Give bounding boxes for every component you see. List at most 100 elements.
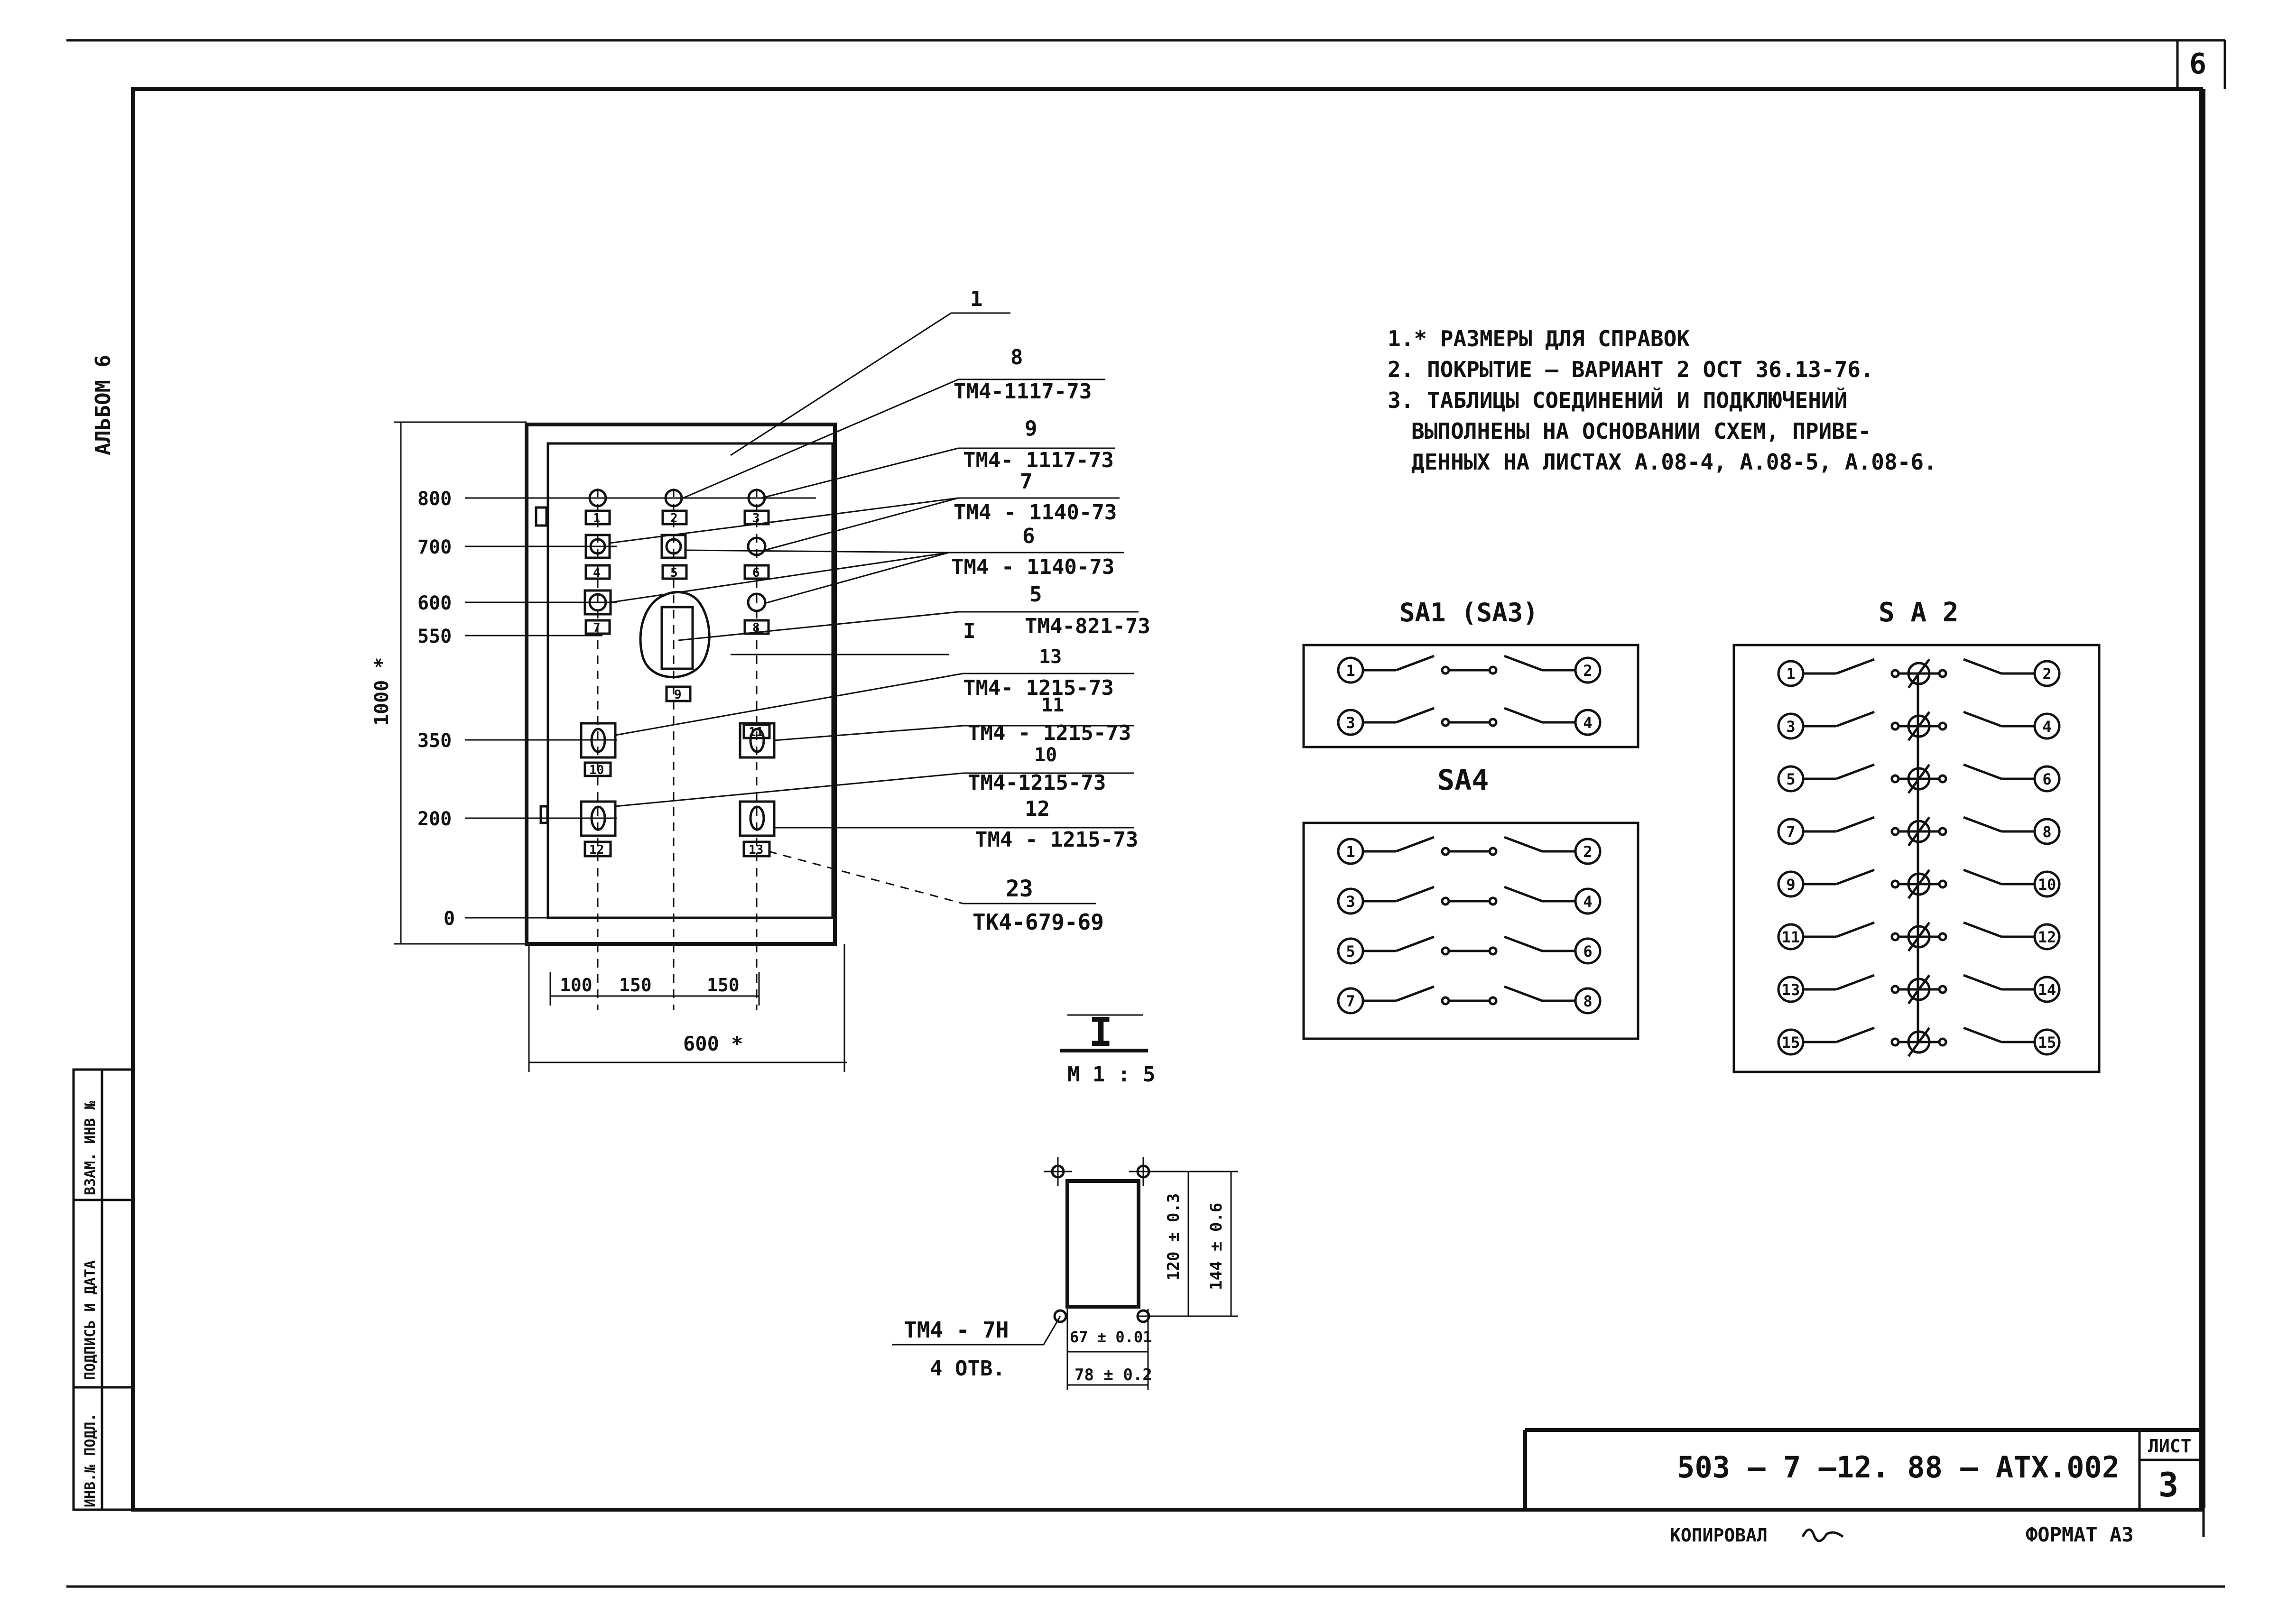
- switch-blade: [1836, 763, 1875, 780]
- callout-6-num: 6: [1022, 524, 1035, 548]
- sa1-contacts: 1 2 3 4: [1337, 655, 1602, 736]
- terminal-number: 1: [1346, 662, 1355, 680]
- tag-2: 2: [670, 511, 678, 526]
- callout-11-num: 11: [1041, 694, 1064, 716]
- sa4-title: SA4: [1437, 764, 1489, 797]
- x-dim-100: 100: [560, 975, 593, 996]
- stamp-cell-original: ИНВ.№ ПОДЛ.: [82, 1413, 99, 1507]
- contact-point: [1938, 774, 1947, 784]
- contact-point: [1890, 879, 1900, 889]
- detail-dim-h2: 144 ± 0.6: [1207, 1203, 1226, 1290]
- tag-11: 11: [749, 725, 763, 739]
- contact-point: [1938, 879, 1947, 889]
- contact-point: [1488, 718, 1498, 727]
- switch-blade: [1836, 710, 1875, 728]
- hole-ref: ТМ4 - 7Н: [904, 1317, 1009, 1343]
- switch-blade: [1396, 935, 1435, 952]
- stamp-cell-signature: ПОДПИСЬ И ДАТА: [82, 1260, 99, 1380]
- callout-8-ref: ТМ4-1117-73: [954, 379, 1092, 404]
- contact-point: [1488, 996, 1498, 1006]
- callout-5-ref: ТМ4-821-73: [1025, 614, 1150, 638]
- callout-7-ref: ТМ4 - 1140-73: [954, 500, 1117, 525]
- callout-11-ref: ТМ4 - 1215-73: [968, 721, 1131, 745]
- contact-point: [1938, 721, 1947, 731]
- contact-point: [1890, 1037, 1900, 1047]
- detail-dim-h1: 120 ± 0.3: [1164, 1193, 1183, 1281]
- tag-7: 7: [593, 621, 601, 635]
- terminal-number: 2: [2042, 665, 2051, 683]
- switch-blade: [1963, 816, 2002, 833]
- side-stamp: [72, 1068, 134, 1511]
- terminal-number: 3: [1346, 714, 1355, 732]
- terminal-number: 13: [1782, 981, 1800, 999]
- switch-blade: [1836, 974, 1875, 991]
- sa4-box: [1302, 821, 1639, 1040]
- hole-count: 4 ОТВ.: [930, 1356, 1005, 1381]
- terminal-number: 3: [1346, 893, 1355, 911]
- detail-scale: М 1 : 5: [1067, 1062, 1155, 1087]
- sa2-title: S A 2: [1879, 597, 1959, 628]
- callout-i-num: I: [963, 619, 976, 643]
- callout-7-num: 7: [1020, 470, 1033, 494]
- terminal-number: 11: [1782, 928, 1800, 946]
- contact-point: [1488, 847, 1498, 856]
- contact-point: [1441, 665, 1450, 675]
- height-dimension: 1000 *: [371, 657, 393, 726]
- sa1-title: SA1 (SA3): [1399, 598, 1538, 627]
- callout-10-num: 10: [1034, 744, 1057, 766]
- terminal-number: 4: [1583, 714, 1592, 732]
- switch-blade: [1963, 868, 2002, 886]
- terminal-number: 2: [1583, 662, 1592, 680]
- sa1-box: [1302, 644, 1639, 748]
- tag-12: 12: [589, 843, 604, 857]
- terminal-number: 15: [1782, 1033, 1800, 1052]
- terminal-number: 9: [1786, 876, 1795, 894]
- terminal-number: 8: [1583, 992, 1592, 1010]
- level-550: 550: [417, 626, 452, 647]
- contact-point: [1488, 896, 1498, 906]
- callout-13-num: 13: [1039, 646, 1062, 668]
- terminal-number: 7: [1346, 992, 1355, 1010]
- contact-point: [1938, 669, 1947, 678]
- switch-blade: [1396, 985, 1435, 1002]
- switch-blade: [1963, 710, 2002, 728]
- contact-point: [1938, 932, 1947, 941]
- callout-9-num: 9: [1025, 416, 1037, 441]
- callout-10-ref: ТМ4-1215-73: [968, 771, 1106, 795]
- terminal-number: 14: [2038, 981, 2056, 999]
- note-2: 2. ПОКРЫТИЕ – ВАРИАНТ 2 ОСТ 36.13-76.: [1388, 357, 1874, 382]
- contact-point: [1441, 996, 1450, 1006]
- callout-6-ref: ТМ4 - 1140-73: [951, 555, 1114, 579]
- tag-13: 13: [749, 843, 763, 857]
- switch-blade: [1396, 836, 1435, 853]
- notes-block: 1.* РАЗМЕРЫ ДЛЯ СПРАВОК 2. ПОКРЫТИЕ – ВА…: [1388, 326, 1937, 475]
- sa2-box: [1732, 644, 2101, 1073]
- contact-point: [1938, 1037, 1947, 1047]
- switch-blade: [1504, 935, 1543, 952]
- switch-blade: [1963, 1026, 2002, 1043]
- sheet-number: 3: [2158, 1466, 2178, 1504]
- tag-9: 9: [674, 688, 682, 702]
- switch-blade: [1836, 1026, 1875, 1043]
- level-labels: 800 700 600 550 350 200 0 1000 * 100 150…: [371, 488, 743, 1055]
- callout-labels: 1 8 ТМ4-1117-73 9 ТМ4- 1117-73 7 ТМ4 - 1…: [951, 287, 1150, 935]
- switch-blade: [1396, 707, 1435, 724]
- contact-point: [1890, 985, 1900, 994]
- copied-label: КОПИРОВАЛ: [1670, 1525, 1768, 1546]
- tag-6: 6: [752, 566, 760, 580]
- contact-point: [1938, 827, 1947, 836]
- detail-title: I: [1089, 1009, 1113, 1055]
- copyist-signature: [1801, 1528, 1844, 1542]
- switch-blade: [1836, 921, 1875, 938]
- component-outline: [639, 591, 711, 679]
- terminal-number: 1: [1346, 843, 1355, 861]
- level-600: 600: [417, 592, 452, 614]
- width-dimension: 600 *: [683, 1032, 743, 1055]
- terminal-number: 7: [1786, 823, 1795, 841]
- note-3-line-3: ДЕННЫХ НА ЛИСТАХ А.08-4, А.08-5, А.08-6.: [1411, 449, 1937, 475]
- switch-blade: [1963, 763, 2002, 780]
